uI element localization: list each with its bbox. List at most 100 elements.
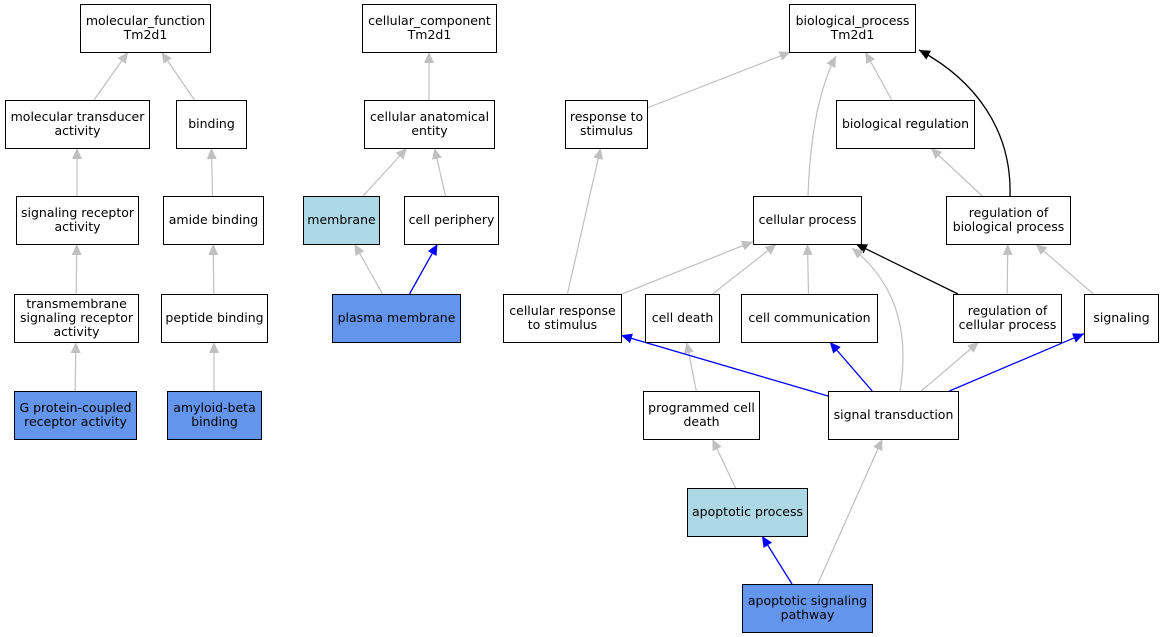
node-box [14, 294, 139, 343]
edge-cell_death-to-cell_process [712, 243, 777, 295]
edge-signal_transduction-to-cell_comm [829, 341, 873, 392]
node-label-line: biological process [953, 219, 1065, 234]
node-label-line: cellular anatomical [370, 109, 489, 124]
node-box [741, 294, 878, 343]
node-peptide-binding: peptide binding [161, 294, 268, 343]
node-box [1084, 294, 1159, 343]
node-label-line: programmed cell [648, 400, 755, 415]
node-label-line: Tm2d1 [407, 27, 452, 42]
node-label-line: cellular response [509, 303, 616, 318]
node-cell-process: cellular process [753, 196, 862, 245]
node-cell-comm: cell communication [741, 294, 878, 343]
edge-apoptotic_process-to-prog_cell_death [711, 438, 737, 489]
node-label-line: regulation of [968, 303, 1048, 318]
node-label-line: cell communication [748, 310, 870, 325]
node-label-line: pathway [781, 607, 835, 622]
edge-amide_binding-to-binding [206, 147, 217, 197]
node-label-line: binding [191, 414, 238, 429]
node-signal-transduction: signal transduction [828, 391, 959, 440]
node-label-line: signaling receptor [20, 310, 134, 325]
node-box [836, 100, 975, 149]
node-box [645, 294, 720, 343]
edge-signal_transduction-to-signaling [949, 333, 1085, 392]
node-label-line: membrane [307, 212, 376, 227]
edge-apoptotic_signaling-to-signal_transduction [817, 438, 883, 585]
edge-resp_stimulus-to-bp_root [646, 51, 791, 109]
node-label-line: apoptotic signaling [748, 593, 867, 608]
edge-signal_transduction-to-reg_cell_process [920, 341, 980, 392]
node-label-line: plasma membrane [338, 310, 456, 325]
node-label-line: death [683, 414, 719, 429]
node-box [163, 196, 264, 245]
edge-gpcr_activity-to-tm_sig_receptor [70, 341, 81, 392]
edge-signal_transduction-to-cell_process [851, 247, 904, 392]
node-plasma-membrane: plasma membrane [332, 294, 461, 343]
node-label-line: peptide binding [165, 310, 263, 325]
node-box [16, 196, 139, 245]
node-label-line: signal transduction [834, 407, 954, 422]
node-membrane: membrane [303, 196, 380, 245]
edge-reg_bio_process-to-bio_reg [930, 147, 983, 197]
node-bio-reg: biological regulation [836, 100, 975, 149]
node-box [14, 391, 137, 440]
edge-plasma_membrane-to-membrane [353, 243, 384, 295]
node-box [789, 4, 916, 53]
edge-cell_process-to-bp_root [807, 55, 837, 197]
node-signaling: signaling [1084, 294, 1159, 343]
node-box [161, 294, 268, 343]
edge-reg_bio_process-to-bp_root [918, 49, 1011, 197]
edge-membrane-to-cell_anat [362, 147, 408, 197]
node-box [80, 4, 211, 53]
node-label-line: apoptotic process [692, 504, 803, 519]
node-label-line: signaling [1093, 310, 1149, 325]
node-box [687, 488, 808, 537]
node-cell-death: cell death [645, 294, 720, 343]
edge-plasma_membrane-to-cell_periphery [408, 243, 439, 295]
node-label-line: binding [188, 116, 235, 131]
node-box [176, 100, 247, 149]
node-label-line: cellular_component [368, 13, 491, 28]
node-label-line: activity [54, 219, 101, 234]
node-box [753, 196, 862, 245]
edge-peptide_binding-to-amide_binding [208, 243, 219, 295]
node-box [303, 196, 380, 245]
edge-cell_resp_stim-to-resp_stimulus [566, 147, 604, 295]
edge-signaling-to-reg_bio_process [1035, 243, 1094, 295]
node-label-line: cellular process [759, 212, 857, 227]
node-label-line: Tm2d1 [123, 27, 168, 42]
node-label-line: transmembrane [26, 296, 127, 311]
node-label-line: amide binding [169, 212, 259, 227]
edge-binding-to-mf_root [161, 51, 195, 101]
node-box [946, 196, 1071, 245]
edge-tm_sig_receptor-to-sig_receptor [71, 243, 82, 295]
node-label-line: cell periphery [409, 212, 495, 227]
node-binding: binding [176, 100, 247, 149]
node-label-line: receptor activity [24, 414, 127, 429]
node-cell-periphery: cell periphery [404, 196, 499, 245]
node-label-line: molecular transducer [11, 109, 146, 124]
edge-cell_comm-to-cell_process [802, 243, 813, 295]
node-label-line: signaling receptor [21, 205, 135, 220]
edge-reg_cell_process-to-reg_bio_process [1002, 243, 1013, 295]
node-label-line: activity [53, 324, 100, 339]
edge-mol_transducer-to-mf_root [93, 51, 129, 101]
node-box [503, 294, 622, 343]
node-box [828, 391, 959, 440]
edge-cell_periphery-to-cell_anat [432, 147, 447, 197]
edge-bio_reg-to-bp_root [864, 51, 893, 101]
node-box [565, 100, 648, 149]
node-label-line: stimulus [580, 123, 633, 138]
